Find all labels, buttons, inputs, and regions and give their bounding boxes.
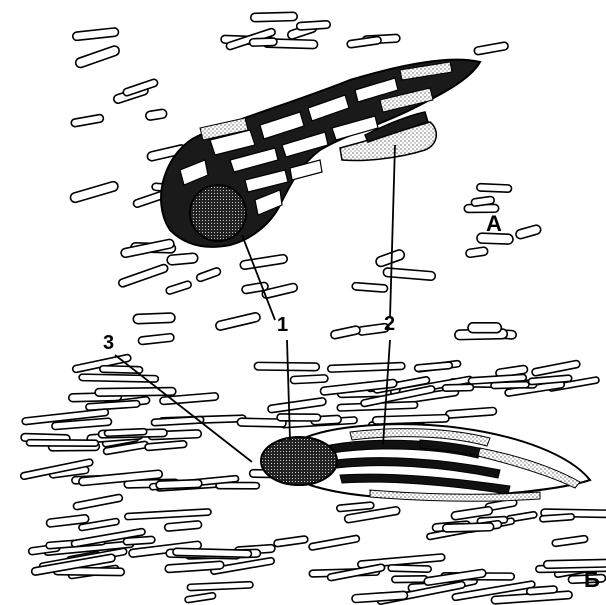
fiber bbox=[185, 592, 216, 603]
fiber bbox=[474, 42, 509, 56]
fiber bbox=[328, 362, 405, 372]
fiber bbox=[79, 374, 158, 382]
fiber bbox=[145, 441, 187, 451]
fiber bbox=[468, 323, 501, 333]
cell-a bbox=[161, 60, 480, 247]
fiber bbox=[414, 362, 452, 372]
nucleus-b bbox=[261, 437, 337, 485]
fiber bbox=[531, 360, 580, 376]
fiber bbox=[442, 384, 473, 391]
fiber bbox=[375, 249, 406, 268]
fiber bbox=[26, 440, 98, 447]
fiber bbox=[167, 253, 198, 265]
fiber bbox=[120, 239, 174, 258]
fiber bbox=[327, 564, 385, 581]
fiber bbox=[446, 407, 497, 418]
fiber bbox=[187, 582, 253, 591]
fiber bbox=[330, 325, 361, 339]
fiber bbox=[290, 375, 328, 384]
fiber bbox=[125, 509, 212, 520]
fiber bbox=[133, 313, 175, 324]
fiber bbox=[173, 548, 252, 557]
fiber bbox=[392, 576, 428, 583]
fiber bbox=[71, 114, 104, 127]
fiber bbox=[526, 586, 557, 595]
fiber bbox=[145, 109, 167, 121]
panel-label-a: А bbox=[486, 213, 502, 235]
nucleus-a bbox=[190, 185, 246, 241]
fiber bbox=[249, 38, 277, 46]
fiber bbox=[267, 397, 326, 413]
fiber bbox=[443, 523, 494, 532]
fiber bbox=[274, 536, 309, 547]
fiber bbox=[215, 312, 261, 331]
fiber bbox=[73, 494, 123, 510]
fiber bbox=[277, 414, 321, 421]
fiber bbox=[165, 280, 192, 295]
fiber bbox=[164, 521, 202, 532]
fiber bbox=[74, 45, 120, 69]
fiber bbox=[72, 28, 119, 41]
callout-label-3: 3 bbox=[103, 333, 114, 353]
fiber bbox=[515, 224, 542, 240]
fiber bbox=[95, 388, 176, 397]
fiber bbox=[388, 565, 431, 573]
fiber bbox=[69, 181, 119, 204]
fiber bbox=[347, 36, 382, 48]
fiber bbox=[296, 21, 330, 31]
fiber bbox=[104, 429, 147, 437]
fiber bbox=[352, 282, 388, 292]
fiber bbox=[308, 535, 359, 551]
fiber bbox=[251, 12, 298, 22]
callout-label-1: 1 bbox=[277, 315, 288, 335]
fiber bbox=[552, 535, 588, 547]
fiber bbox=[156, 480, 202, 489]
panel-label-b: Б bbox=[584, 569, 600, 591]
callout-label-2: 2 bbox=[384, 314, 395, 334]
fiber bbox=[118, 263, 169, 287]
cell-b bbox=[261, 424, 590, 501]
fiber bbox=[336, 502, 374, 512]
fiber bbox=[465, 247, 488, 258]
fiber bbox=[540, 514, 575, 522]
fiber bbox=[240, 254, 288, 270]
fiber bbox=[196, 267, 222, 283]
fiber bbox=[138, 333, 174, 345]
fiber bbox=[477, 184, 512, 193]
